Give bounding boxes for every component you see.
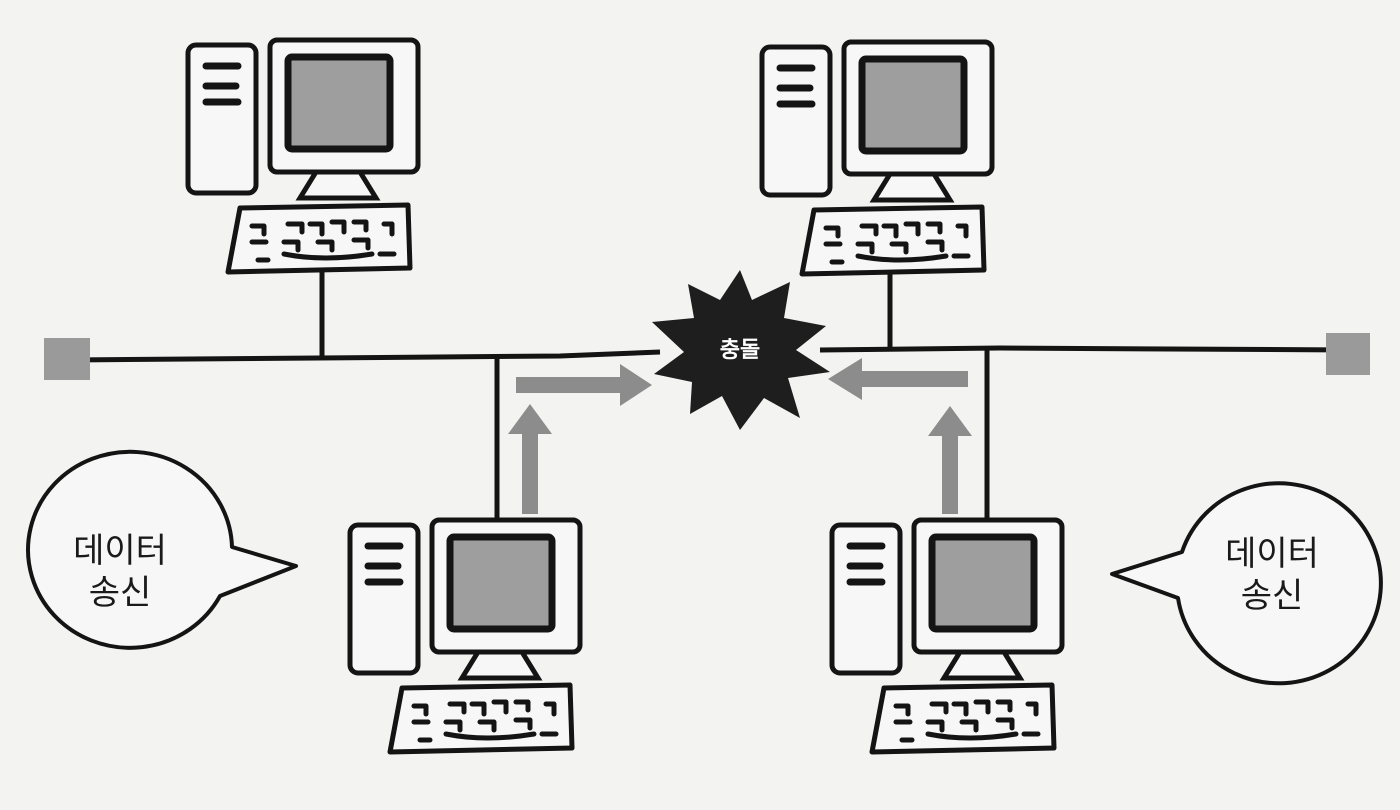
terminator-left xyxy=(44,338,90,380)
network-bus xyxy=(69,345,1351,363)
arrow-left-up xyxy=(508,404,552,514)
bubble-left-line1: 데이터 xyxy=(73,531,167,571)
arrow-left-to-collision xyxy=(516,364,652,406)
arrow-right-to-collision xyxy=(828,358,968,400)
arrow-right-up xyxy=(928,406,972,514)
speech-bubble-left xyxy=(26,449,298,650)
bubble-right-line1: 데이터 xyxy=(1225,534,1319,574)
bubble-right-line2: 송신 xyxy=(1241,576,1304,616)
computer-bottom-left xyxy=(350,520,580,752)
computer-top-right xyxy=(762,42,992,274)
computer-top-left xyxy=(188,40,418,272)
speech-bubble-right xyxy=(1110,481,1383,686)
collision-burst-icon xyxy=(652,270,830,430)
terminator-right xyxy=(1326,333,1370,375)
collision-label: 충돌 xyxy=(720,338,760,363)
bubble-left-line2: 송신 xyxy=(89,573,152,613)
computer-bottom-right xyxy=(832,520,1062,752)
